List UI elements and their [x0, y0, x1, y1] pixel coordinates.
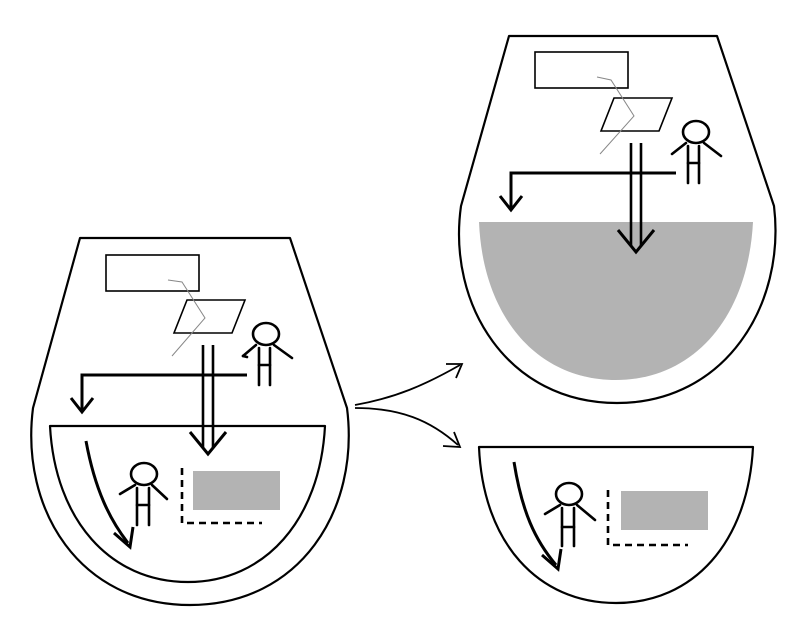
light-path-line [596, 76, 635, 155]
bent-arrow [69, 373, 247, 415]
bowl-curved-arrow [512, 461, 563, 572]
screen-rectangle [105, 254, 200, 292]
bent-arrow [498, 171, 676, 213]
bowl-outline [477, 445, 755, 605]
inner-curved-arrow [84, 440, 135, 550]
source-inner-bowl [48, 424, 327, 584]
double-down-arrow [616, 143, 656, 255]
bowl-vessel [477, 445, 755, 605]
gray-rectangle [621, 491, 708, 530]
inner-person-icon [118, 461, 169, 527]
gray-fill [479, 222, 753, 380]
connector-to-filled [354, 363, 464, 406]
source-vessel-outline [30, 236, 350, 607]
projector-parallelogram [172, 299, 247, 334]
person-icon [670, 119, 723, 185]
person-icon [241, 321, 294, 387]
connector-to-bowl [354, 407, 462, 448]
screen-rectangle [534, 51, 629, 89]
source-vessel [30, 236, 350, 607]
filled-vessel-outline [457, 34, 777, 405]
gray-rectangle [193, 471, 280, 510]
light-path-line [167, 279, 206, 357]
dashed-bracket [606, 490, 688, 547]
projector-parallogram [599, 97, 674, 132]
dashed-bracket [180, 468, 262, 525]
double-down-arrow [188, 345, 228, 457]
filled-vessel [457, 34, 777, 405]
bowl-person-icon [543, 481, 597, 548]
